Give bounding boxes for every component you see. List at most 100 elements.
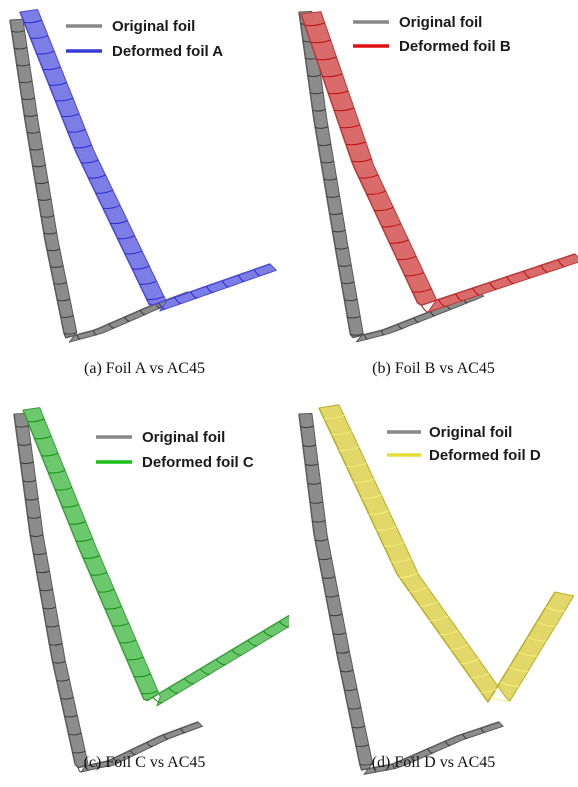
- caption-a: (a) Foil A vs AC45: [84, 360, 205, 377]
- panel-d: Original foil Deformed foil D (d) Foil D…: [289, 394, 578, 787]
- deformed-foil-section-line: [440, 629, 459, 636]
- deformed-foil-section-line: [184, 678, 194, 685]
- original-foil-section-line: [19, 80, 33, 84]
- original-foil-section-line: [329, 212, 343, 216]
- original-foil-leading-edge: [13, 413, 199, 769]
- deformed-foil-section-line: [545, 606, 565, 612]
- deformed-foil-section-line: [338, 446, 360, 452]
- original-foil-section-line: [76, 334, 81, 340]
- original-foil-section-line: [309, 501, 324, 504]
- legend: Original foil Deformed foil D: [387, 424, 541, 464]
- original-foil-section-line: [315, 538, 329, 542]
- original-foil-section-line: [72, 750, 86, 754]
- deformed-foil-section-line: [345, 141, 366, 146]
- original-foil-section-line: [347, 315, 361, 319]
- deformed-foil-section-line: [389, 239, 409, 244]
- panel-b-drawing: Original foil Deformed foil B: [298, 10, 578, 343]
- panel-c: Original foil Deformed foil C (c) Foil C…: [0, 394, 289, 787]
- original-foil-section-line: [113, 758, 120, 763]
- caption-b: (b) Foil B vs AC45: [372, 360, 495, 377]
- deformed-foil-section-line: [322, 73, 343, 78]
- original-foil-section-line: [16, 63, 30, 67]
- deformed-foil-section-line: [206, 285, 213, 293]
- original-foil-surface: [298, 412, 504, 775]
- original-foil-section-line: [427, 748, 433, 754]
- deformed-foil-section-line: [215, 659, 226, 666]
- original-foil-section-line: [36, 570, 50, 574]
- original-foil-section-line: [11, 30, 25, 33]
- original-foil-section-line: [21, 97, 35, 101]
- panel-c-drawing: Original foil Deformed foil C: [13, 407, 289, 773]
- original-foil-shape: [298, 10, 485, 343]
- deformed-foil-section-line: [34, 435, 52, 440]
- deformed-foil-section-line: [133, 673, 151, 678]
- original-foil-section-line: [363, 334, 368, 340]
- original-foil-section-line: [307, 74, 321, 77]
- original-foil-section-line: [300, 425, 314, 429]
- deformed-foil-section-line: [61, 113, 80, 118]
- deformed-foil-section-line: [55, 486, 73, 491]
- original-foil-section-line: [56, 678, 70, 682]
- deformed-foil-section-line: [409, 586, 428, 593]
- original-foil-section-line: [60, 696, 74, 700]
- original-foil-section-line: [15, 425, 29, 428]
- deformed-foil-section-line: [102, 204, 121, 209]
- deformed-foil-section-line: [358, 174, 379, 179]
- original-foil-section-line: [413, 317, 419, 323]
- deformed-foil-section-line: [391, 558, 412, 563]
- deformed-foil-section-line: [126, 656, 144, 661]
- original-foil-section-line: [46, 248, 61, 252]
- legend-deformed-label: Deformed foil A: [112, 43, 223, 60]
- original-foil-section-line: [68, 732, 82, 736]
- deformed-foil-section-line: [104, 605, 122, 610]
- deformed-foil-section-line: [95, 189, 114, 194]
- original-foil-section-line: [329, 613, 343, 617]
- deformed-foil-section-line: [368, 510, 389, 515]
- deformed-foil-section-line: [124, 250, 143, 255]
- original-foil-section-line: [22, 479, 37, 483]
- original-foil-section-line: [397, 323, 403, 330]
- original-foil-section-line: [350, 333, 364, 336]
- deformed-foil-section-line: [490, 696, 510, 702]
- original-foil-section-line: [38, 198, 52, 201]
- deformed-foil-leading-edge: [300, 13, 576, 307]
- deformed-foil-section-line: [472, 287, 480, 296]
- original-foil-section-line: [17, 443, 32, 446]
- original-foil-section-line: [27, 516, 41, 519]
- deformed-foil-section-line: [75, 538, 93, 542]
- original-foil-section-line: [336, 651, 350, 654]
- deformed-foil-section-line: [263, 630, 273, 637]
- caption-c: (c) Foil C vs AC45: [83, 754, 206, 771]
- original-foil-section-line: [310, 91, 324, 95]
- original-foil-section-line: [14, 46, 28, 50]
- deformed-foil-section-line: [518, 651, 538, 657]
- original-foil-section-line: [462, 733, 467, 739]
- legend-deformed-label: Deformed foil D: [429, 447, 541, 464]
- deformed-foil-section-line: [49, 82, 67, 86]
- original-foil-section-line: [40, 215, 55, 218]
- original-foil-section-line: [312, 109, 326, 112]
- original-foil-section-line: [409, 756, 416, 762]
- original-foil-section-line: [305, 463, 319, 466]
- original-foil-section-line: [60, 315, 74, 318]
- deformed-foil-section-line: [353, 478, 374, 483]
- deformed-foil-section-line: [310, 39, 331, 44]
- original-foil-section-line: [108, 323, 115, 329]
- deformed-foil-section-line: [247, 640, 257, 647]
- original-foil-section-line: [335, 246, 349, 250]
- caption-d: (d) Foil D vs AC45: [371, 754, 496, 771]
- deformed-foil-section-line: [237, 274, 245, 282]
- deformed-foil-section-line: [346, 462, 367, 468]
- original-foil-section-line: [64, 714, 78, 718]
- original-foil-section-line: [359, 762, 373, 766]
- panel-d-drawing: Original foil Deformed foil D: [298, 404, 575, 775]
- deformed-foil-section-line: [88, 174, 106, 179]
- original-foil-section-line: [315, 126, 329, 129]
- legend-original-label: Original foil: [399, 14, 482, 31]
- deformed-foil-section-line: [119, 639, 137, 644]
- deformed-foil-section-line: [83, 555, 100, 559]
- deformed-foil-section-line: [112, 622, 130, 627]
- deformed-foil-section-line: [152, 696, 163, 704]
- original-foil-section-line: [340, 669, 354, 673]
